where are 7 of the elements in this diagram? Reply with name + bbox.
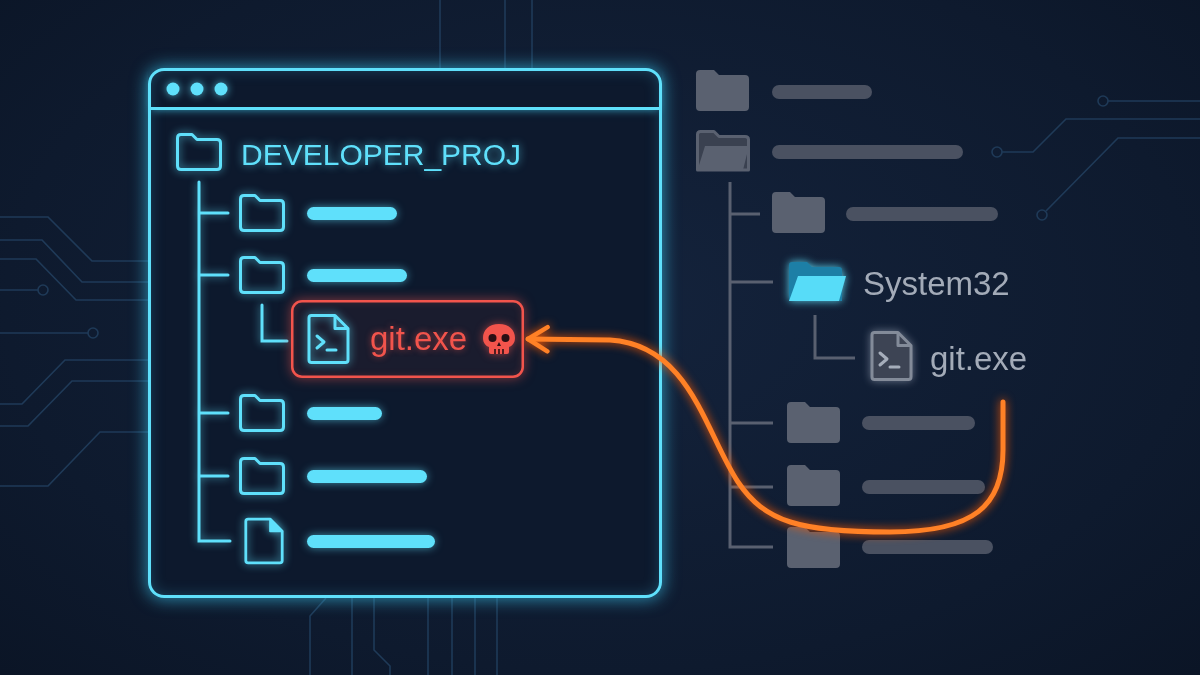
file-name: git.exe: [370, 319, 468, 359]
curved-arrow: [525, 324, 1006, 535]
folder-name: System32: [863, 264, 1010, 304]
folder-name: DEVELOPER_PROJ: [241, 137, 522, 173]
file-name: git.exe: [930, 339, 1028, 379]
app-window: [148, 68, 662, 598]
alert-file-box: [291, 300, 524, 378]
